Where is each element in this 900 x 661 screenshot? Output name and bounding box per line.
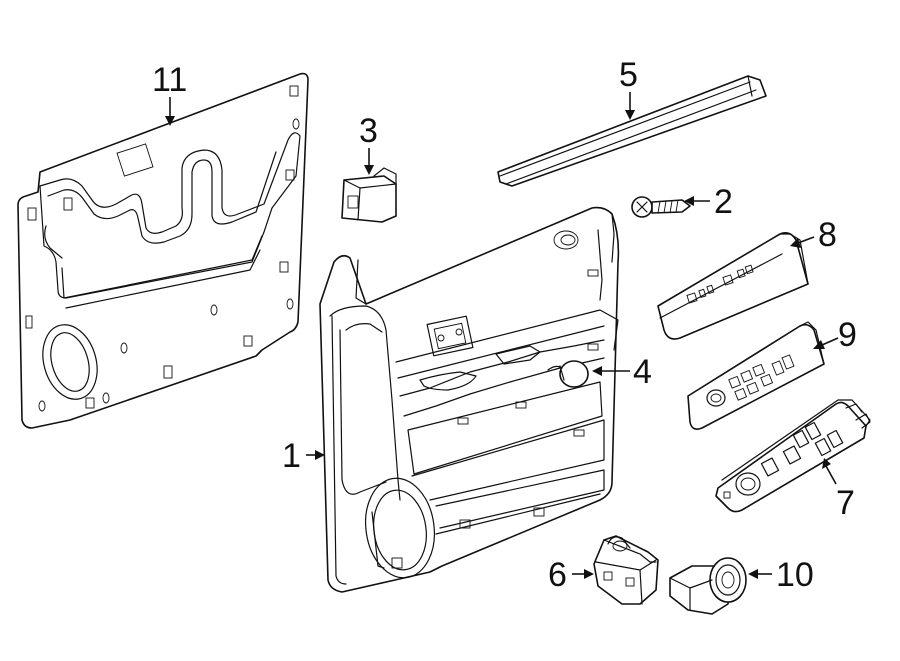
callout-8: 8 (818, 216, 837, 254)
callout-4: 4 (633, 353, 652, 391)
part-7-window-switch (715, 399, 871, 513)
callout-5: 5 (619, 56, 638, 94)
part-6-mirror-switch (593, 535, 659, 605)
callout-9: 9 (838, 316, 857, 354)
part-2-screw (631, 196, 691, 218)
part-11-water-shield (17, 72, 309, 429)
part-8-switch-bezel (657, 232, 809, 340)
part-10-adjuster-switch (669, 557, 747, 615)
part-5-weatherstrip (497, 75, 767, 187)
callout-2: 2 (714, 183, 733, 221)
callout-arrows (165, 92, 839, 579)
callout-1: 1 (282, 437, 301, 475)
part-3-clip (341, 167, 397, 223)
callout-labels: 11 3 5 2 8 9 4 1 7 6 10 (152, 56, 857, 594)
part-9-switch-bezel (687, 321, 825, 430)
part-4-plug (547, 360, 589, 388)
part-1-trim-panel (319, 206, 620, 593)
callout-3: 3 (359, 112, 378, 150)
callout-6: 6 (548, 556, 567, 594)
callout-10: 10 (776, 556, 814, 594)
callout-11: 11 (152, 61, 187, 99)
callout-7: 7 (836, 484, 855, 522)
